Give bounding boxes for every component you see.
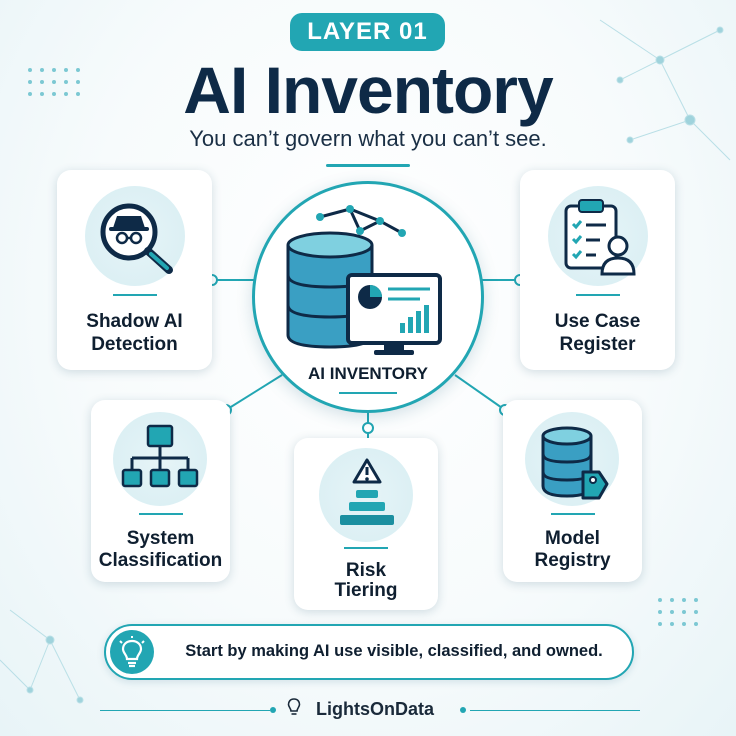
- card-label-line2: Registry: [534, 550, 611, 571]
- tagline-text: Start by making AI use visible, classifi…: [185, 642, 603, 660]
- card-label-line2: Tiering: [334, 580, 398, 601]
- database-tag-icon: [541, 426, 609, 500]
- hierarchy-icon: [121, 424, 199, 488]
- card-divider: [139, 513, 183, 515]
- brand-name: LightsOnData: [315, 699, 434, 719]
- database-dashboard-icon: [286, 205, 442, 355]
- card-divider: [113, 294, 157, 296]
- spy-search-icon: [100, 203, 173, 274]
- card-label-line1: Shadow AI: [86, 311, 183, 332]
- card-label-line1: Use Case: [554, 311, 641, 332]
- footer-rule-right: [470, 710, 640, 711]
- lightbulb-icon: [119, 636, 145, 668]
- card-system-classification: System Classification: [91, 400, 230, 582]
- card-label-line2: Register: [559, 334, 636, 355]
- center-divider: [339, 392, 397, 394]
- card-label-line2: Detection: [91, 334, 178, 355]
- card-use-case-register: Use Case Register: [520, 170, 675, 370]
- page-subtitle: You can’t govern what you can’t see.: [189, 126, 547, 151]
- card-shadow-ai-detection: Shadow AI Detection: [57, 170, 212, 370]
- tagline-bar: [104, 624, 634, 680]
- card-label-line1: Model: [545, 528, 600, 549]
- card-risk-tiering: Risk Tiering: [294, 438, 438, 610]
- page-title: AI Inventory: [183, 53, 553, 127]
- card-label-line2: Classification: [98, 550, 223, 571]
- card-label-line1: Risk: [345, 560, 387, 581]
- card-label-line1: System: [126, 528, 195, 549]
- footer-dot-left: [270, 707, 276, 713]
- clipboard-user-icon: [564, 199, 636, 276]
- card-divider: [576, 294, 620, 296]
- card-divider: [551, 513, 595, 515]
- card-model-registry: Model Registry: [503, 400, 642, 582]
- center-hub-label: AI INVENTORY: [308, 364, 428, 383]
- layer-badge: LAYER 01: [290, 13, 445, 51]
- brand-bulb-icon: [287, 698, 301, 715]
- footer-dot-right: [460, 707, 466, 713]
- footer-rule-left: [100, 710, 270, 711]
- title-divider: [326, 164, 410, 167]
- card-divider: [344, 547, 388, 549]
- warning-pyramid-icon: [340, 458, 394, 525]
